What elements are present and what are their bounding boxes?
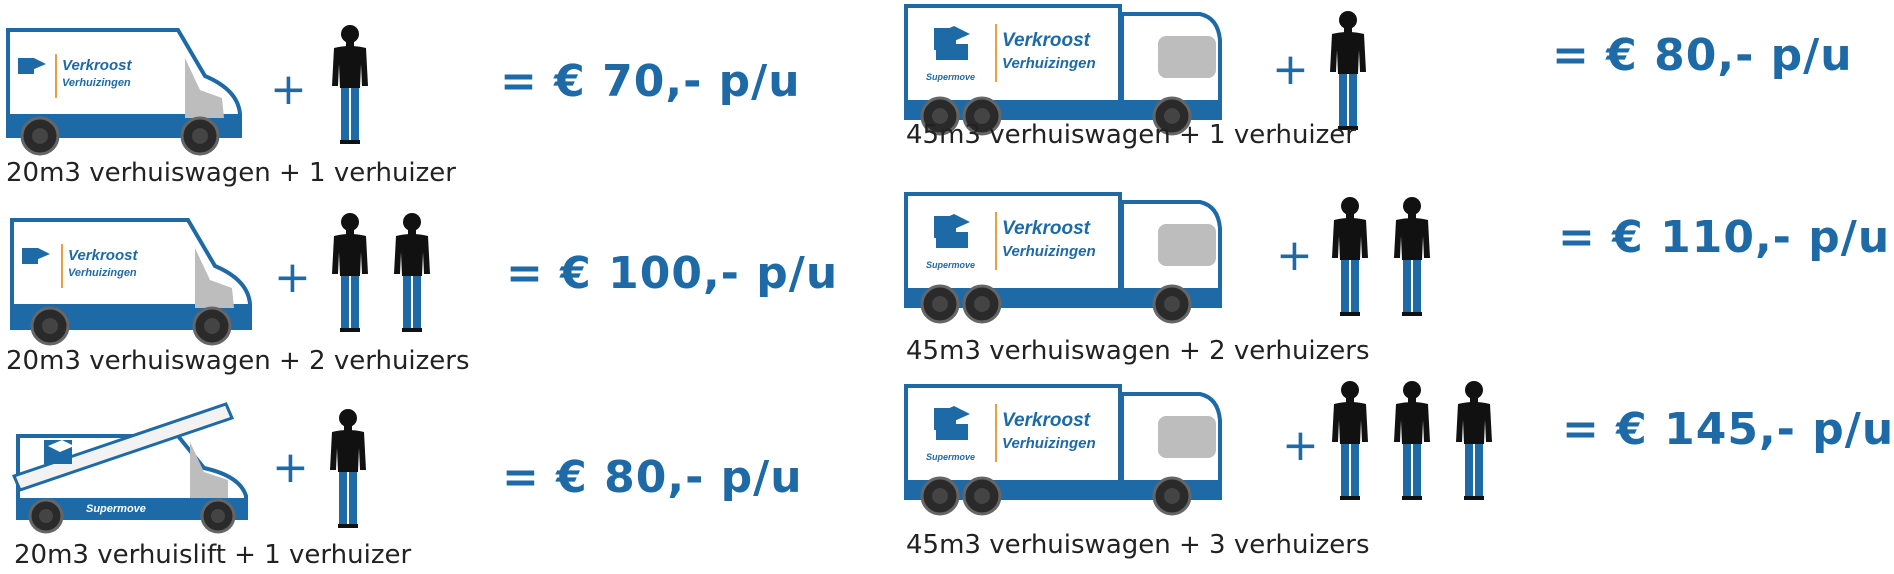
moving-lift-truck-icon: Supermove	[11, 402, 248, 534]
offer-row: Supermove + = € 80,- p/u 20m3 verhuislif…	[0, 400, 860, 574]
plus-sign: +	[1282, 420, 1319, 471]
offer-row: Verkroost Verhuizingen + = € 70,- p/u 20…	[0, 18, 860, 188]
offer-caption: 45m3 verhuiswagen + 1 verhuizer	[906, 120, 1356, 150]
price-label: = € 80,- p/u	[1552, 30, 1853, 81]
movers-group	[324, 408, 372, 528]
plus-sign: +	[270, 64, 307, 115]
brand-sub: Supermove	[86, 503, 146, 515]
moving-van-icon: Verkroost Verhuizingen	[6, 28, 242, 156]
brand-tagline: Verhuizingen	[1002, 435, 1096, 452]
brand-sub: Supermove	[926, 72, 975, 82]
movers-group	[326, 24, 374, 144]
mover-icon	[1326, 380, 1374, 500]
brand-name: Verkroost	[1002, 30, 1091, 51]
offer-caption: 20m3 verhuislift + 1 verhuizer	[14, 540, 412, 570]
mover-icon	[324, 408, 372, 528]
brand-name: Verkroost	[1002, 218, 1091, 239]
price-label: = € 80,- p/u	[502, 452, 803, 503]
brand-tagline: Verhuizingen	[1002, 55, 1096, 72]
plus-sign: +	[274, 252, 311, 303]
brand-name: Verkroost	[1002, 410, 1091, 431]
offer-row: Supermove Verkroost Verhuizingen + = € 1…	[900, 380, 1893, 574]
brand-name: Verkroost	[68, 247, 138, 264]
offer-caption: 20m3 verhuiswagen + 1 verhuizer	[6, 158, 456, 188]
offer-row: Supermove Verkroost Verhuizingen + = € 1…	[900, 188, 1889, 368]
movers-group	[1324, 10, 1372, 130]
offer-caption: 20m3 verhuiswagen + 2 verhuizers	[6, 346, 470, 376]
brand-sub: Supermove	[926, 452, 975, 462]
mover-icon	[1450, 380, 1498, 500]
price-label: = € 100,- p/u	[506, 248, 839, 299]
brand-sub: Supermove	[926, 260, 975, 270]
mover-icon	[1388, 380, 1436, 500]
movers-group	[1326, 196, 1436, 316]
offer-row: Supermove Verkroost Verhuizingen + = € 8…	[900, 0, 1870, 180]
movers-group	[1326, 380, 1498, 500]
price-label: = € 145,- p/u	[1562, 404, 1894, 455]
moving-truck-icon: Supermove Verkroost Verhuizingen	[904, 192, 1222, 324]
brand-name: Verkroost	[62, 57, 132, 74]
plus-sign: +	[272, 442, 309, 493]
price-label: = € 110,- p/u	[1558, 212, 1891, 263]
moving-van-icon: Verkroost Verhuizingen	[10, 218, 252, 346]
brand-tagline: Verhuizingen	[62, 77, 131, 89]
offer-caption: 45m3 verhuiswagen + 3 verhuizers	[906, 530, 1370, 560]
moving-truck-icon: Supermove Verkroost Verhuizingen	[904, 4, 1222, 136]
mover-icon	[1388, 196, 1436, 316]
mover-icon	[326, 24, 374, 144]
plus-sign: +	[1276, 230, 1313, 281]
mover-icon	[388, 212, 436, 332]
movers-group	[326, 212, 436, 332]
offer-row: Verkroost Verhuizingen + = € 100,- p/u 2…	[0, 212, 860, 382]
price-label: = € 70,- p/u	[500, 56, 801, 107]
mover-icon	[1326, 196, 1374, 316]
mover-icon	[326, 212, 374, 332]
plus-sign: +	[1272, 44, 1309, 95]
mover-icon	[1324, 10, 1372, 130]
offer-caption: 45m3 verhuiswagen + 2 verhuizers	[906, 336, 1370, 366]
brand-tagline: Verhuizingen	[68, 267, 137, 279]
moving-truck-icon: Supermove Verkroost Verhuizingen	[904, 384, 1222, 516]
brand-tagline: Verhuizingen	[1002, 243, 1096, 260]
